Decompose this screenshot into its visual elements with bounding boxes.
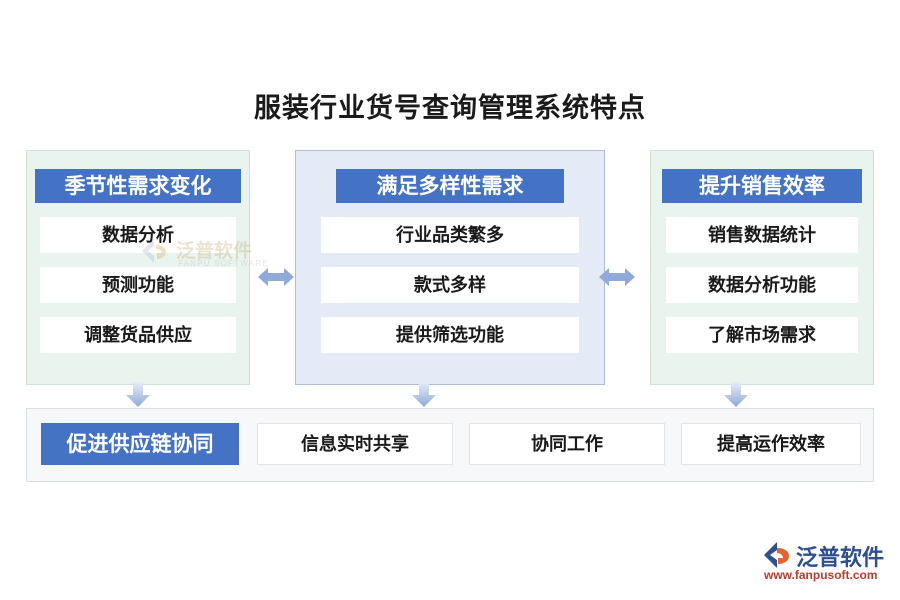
column-item[interactable]: 调整货品供应: [40, 317, 236, 353]
arrow-down-icon: [125, 382, 151, 408]
column-header-1: 季节性需求变化: [35, 169, 241, 203]
bottom-panel-header: 促进供应链协同: [41, 423, 239, 465]
column-items-2: 行业品类繁多 款式多样 提供筛选功能: [296, 217, 604, 367]
arrow-down-icon: [723, 382, 749, 408]
page-title: 服装行业货号查询管理系统特点: [254, 93, 646, 123]
column-item[interactable]: 款式多样: [321, 267, 579, 303]
corner-logo-url: www.fanpusoft.com: [764, 568, 878, 582]
column-card-1: 季节性需求变化 数据分析 预测功能 调整货品供应: [26, 150, 250, 385]
column-item[interactable]: 预测功能: [40, 267, 236, 303]
bottom-item[interactable]: 提高运作效率: [681, 423, 861, 465]
double-arrow-left-right-icon: [257, 262, 295, 292]
corner-logo: 泛普软件 www.fanpusoft.com: [762, 540, 888, 588]
corner-logo-text: 泛普软件: [796, 545, 885, 570]
column-item[interactable]: 提供筛选功能: [321, 317, 579, 353]
column-item[interactable]: 数据分析功能: [666, 267, 858, 303]
columns-region: 季节性需求变化 数据分析 预测功能 调整货品供应 满足多样性需求 行业品类繁多 …: [26, 150, 874, 385]
bottom-panel: 促进供应链协同 信息实时共享 协同工作 提高运作效率: [26, 408, 874, 482]
column-item[interactable]: 销售数据统计: [666, 217, 858, 253]
column-item[interactable]: 数据分析: [40, 217, 236, 253]
column-header-2: 满足多样性需求: [336, 169, 564, 203]
fanpu-logo-icon: [764, 542, 789, 568]
column-header-3: 提升销售效率: [662, 169, 862, 203]
arrow-down-icon: [411, 382, 437, 408]
column-card-2: 满足多样性需求 行业品类繁多 款式多样 提供筛选功能: [295, 150, 605, 385]
bottom-item[interactable]: 协同工作: [469, 423, 665, 465]
column-item[interactable]: 行业品类繁多: [321, 217, 579, 253]
column-card-3: 提升销售效率 销售数据统计 数据分析功能 了解市场需求: [650, 150, 874, 385]
column-items-3: 销售数据统计 数据分析功能 了解市场需求: [651, 217, 873, 367]
bottom-item[interactable]: 信息实时共享: [257, 423, 453, 465]
column-items-1: 数据分析 预测功能 调整货品供应: [27, 217, 249, 367]
double-arrow-left-right-icon: [598, 262, 636, 292]
column-item[interactable]: 了解市场需求: [666, 317, 858, 353]
